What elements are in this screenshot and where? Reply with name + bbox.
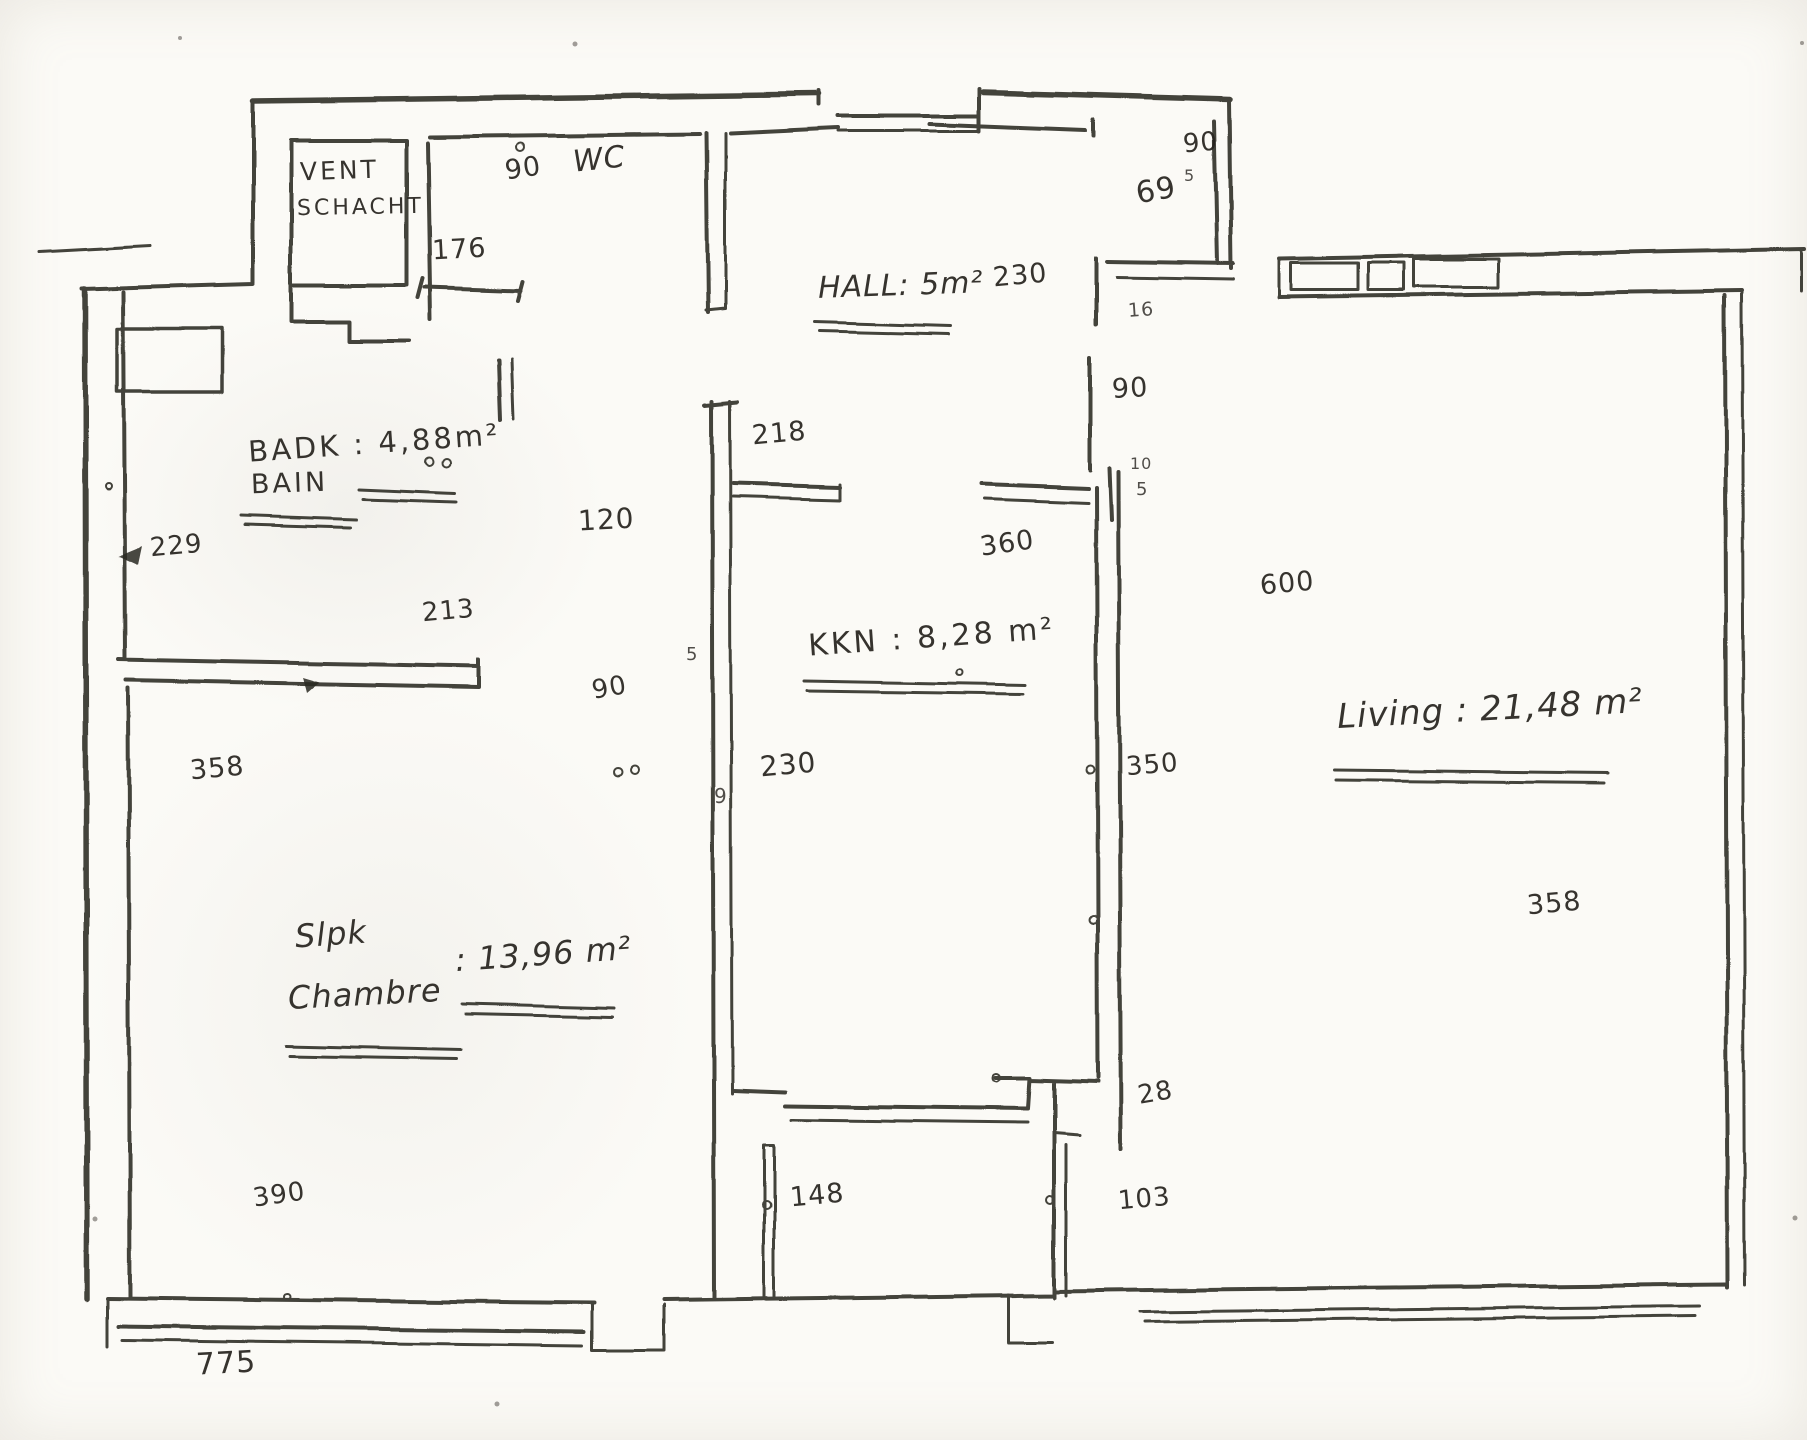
dim-176: 176 [431, 232, 488, 267]
dim-148: 148 [788, 1177, 846, 1214]
room-label-chambre: Chambre [287, 971, 443, 1017]
dim-775: 775 [195, 1344, 258, 1383]
dim-16: 16 [1127, 298, 1155, 322]
dim-358-living: 358 [1525, 885, 1583, 922]
room-label-vent-line1: VENT [299, 154, 380, 187]
dim-229: 229 [148, 528, 204, 564]
room-label-bain: BAIN [250, 466, 329, 501]
dim-230-hall: 230 [991, 257, 1049, 294]
dim-10-right: 10 [1130, 454, 1153, 473]
arrow-marks [118, 546, 320, 693]
dim-358-bedroom: 358 [188, 750, 246, 787]
dim-213: 213 [420, 593, 476, 629]
room-label-hall: HALL: 5m² [817, 265, 985, 306]
dim-5-center: 5 [686, 644, 699, 665]
dim-90-center: 90 [589, 670, 630, 706]
room-label-vent-line2: SCHACHT [296, 193, 425, 222]
dim-5-right: 5 [1136, 479, 1149, 500]
dim-9-center: 9 [714, 784, 728, 808]
dim-120: 120 [577, 501, 636, 538]
dim-90-wc: 90 [502, 150, 544, 187]
dim-90-right: 90 [1111, 372, 1150, 405]
room-label-slpk: Slpk [293, 912, 369, 956]
dim-28: 28 [1135, 1075, 1176, 1111]
dim-103: 103 [1116, 1181, 1172, 1217]
dim-69-sup: 5 [1184, 166, 1196, 185]
dim-230-center: 230 [758, 745, 818, 784]
dim-69: 69 [1133, 169, 1179, 212]
room-label-wc: WC [571, 139, 628, 180]
dim-600-living: 600 [1258, 565, 1316, 602]
dim-350-living: 350 [1124, 747, 1180, 783]
dim-90-top-right: 90 [1181, 126, 1220, 160]
dim-218: 218 [750, 415, 808, 452]
